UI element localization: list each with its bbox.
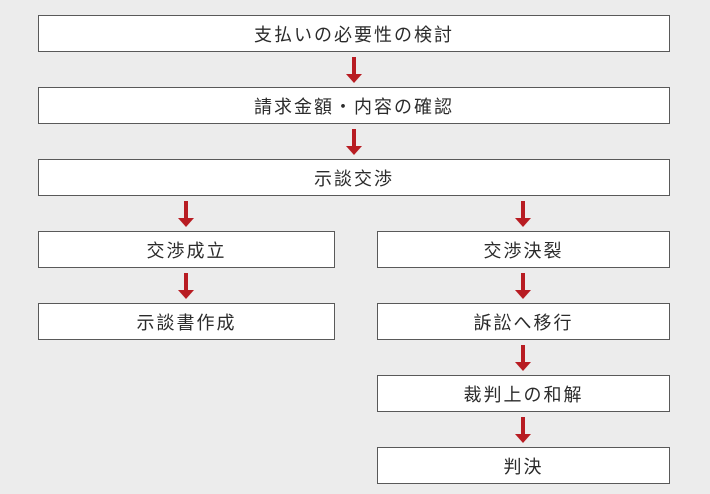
node-label: 判決 <box>503 456 544 478</box>
node-billing-confirmation: 請求金額・内容の確認 <box>38 87 670 124</box>
arrow-down-icon <box>515 273 531 299</box>
arrow-stem <box>352 129 356 146</box>
arrow-stem <box>521 345 525 362</box>
node-court-settlement: 裁判上の和解 <box>377 375 670 412</box>
arrow-head <box>178 290 194 299</box>
arrow-down-icon <box>178 201 194 227</box>
arrow-head <box>346 74 362 83</box>
arrow-stem <box>184 201 188 218</box>
node-settlement-document: 示談書作成 <box>38 303 335 340</box>
arrow-head <box>515 362 531 371</box>
node-label: 請求金額・内容の確認 <box>254 96 454 118</box>
arrow-down-icon <box>515 201 531 227</box>
node-negotiation-breakdown: 交渉決裂 <box>377 231 670 268</box>
arrow-down-icon <box>346 57 362 83</box>
arrow-stem <box>521 417 525 434</box>
node-payment-necessity: 支払いの必要性の検討 <box>38 15 670 52</box>
node-label: 裁判上の和解 <box>463 384 584 406</box>
arrow-head <box>515 434 531 443</box>
arrow-stem <box>352 57 356 74</box>
node-label: 示談書作成 <box>136 312 237 334</box>
arrow-stem <box>521 273 525 290</box>
arrow-head <box>515 218 531 227</box>
node-move-to-lawsuit: 訴訟へ移行 <box>377 303 670 340</box>
node-judgment: 判決 <box>377 447 670 484</box>
arrow-head <box>178 218 194 227</box>
node-settlement-negotiation: 示談交渉 <box>38 159 670 196</box>
arrow-stem <box>521 201 525 218</box>
arrow-down-icon <box>515 417 531 443</box>
arrow-down-icon <box>178 273 194 299</box>
arrow-stem <box>184 273 188 290</box>
arrow-head <box>515 290 531 299</box>
node-negotiation-success: 交渉成立 <box>38 231 335 268</box>
node-label: 交渉成立 <box>146 240 227 262</box>
node-label: 支払いの必要性の検討 <box>254 24 454 46</box>
arrow-down-icon <box>346 129 362 155</box>
node-label: 訴訟へ移行 <box>473 312 574 334</box>
node-label: 示談交渉 <box>314 168 394 190</box>
node-label: 交渉決裂 <box>483 240 564 262</box>
arrow-down-icon <box>515 345 531 371</box>
arrow-head <box>346 146 362 155</box>
